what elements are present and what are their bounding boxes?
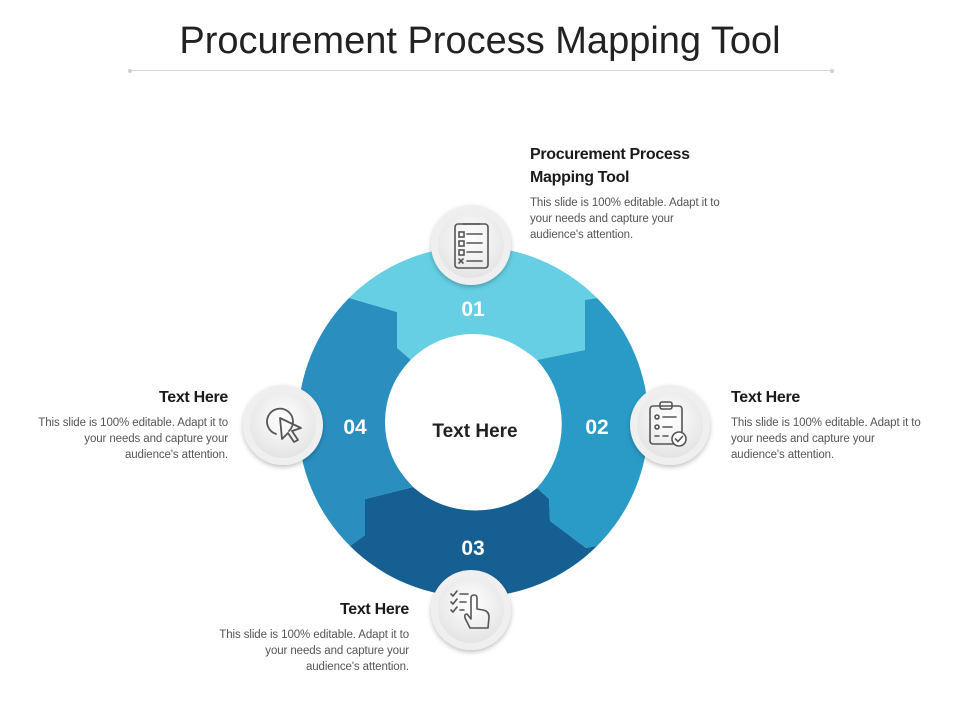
segment-02 — [537, 298, 649, 548]
block-heading: Text Here — [731, 389, 801, 406]
badge-04 — [243, 385, 323, 465]
badge-01 — [431, 205, 511, 285]
block-body: This slide is 100% editable. Adapt it to… — [219, 629, 409, 673]
segment-04 — [297, 298, 413, 546]
block-heading: Text Here — [339, 601, 409, 618]
info-block-03: Text Here This slide is 100% editable. A… — [209, 598, 409, 675]
block-body: This slide is 100% editable. Adapt it to… — [731, 417, 921, 461]
segment-number-01: 01 — [461, 298, 485, 321]
info-block-04: Text Here This slide is 100% editable. A… — [28, 386, 228, 463]
ring-segments — [297, 246, 649, 598]
info-block-02: Text Here This slide is 100% editable. A… — [731, 386, 931, 463]
segment-01 — [349, 246, 597, 360]
segment-number-04: 04 — [343, 416, 367, 439]
slide-title: Procurement Process Mapping Tool — [179, 20, 781, 62]
block-body: This slide is 100% editable. Adapt it to… — [38, 417, 228, 461]
center-label: Text Here — [432, 421, 517, 442]
info-block-01: Procurement Process Mapping Tool This sl… — [530, 143, 730, 243]
checklist-icon — [454, 223, 489, 269]
cursor-click-icon — [266, 407, 302, 443]
block-heading: Text Here — [158, 389, 228, 406]
title-divider — [128, 68, 834, 73]
center-hole — [385, 334, 561, 510]
clipboard-check-icon — [649, 401, 687, 447]
segment-number-03: 03 — [461, 537, 484, 560]
hand-touch-list-icon — [450, 590, 490, 629]
block-body: This slide is 100% editable. Adapt it to… — [530, 197, 720, 241]
segment-number-02: 02 — [585, 416, 608, 439]
block-heading: Procurement Process Mapping Tool — [530, 146, 690, 186]
badge-02 — [630, 385, 710, 465]
badge-03 — [431, 570, 511, 650]
segment-03 — [350, 487, 597, 598]
